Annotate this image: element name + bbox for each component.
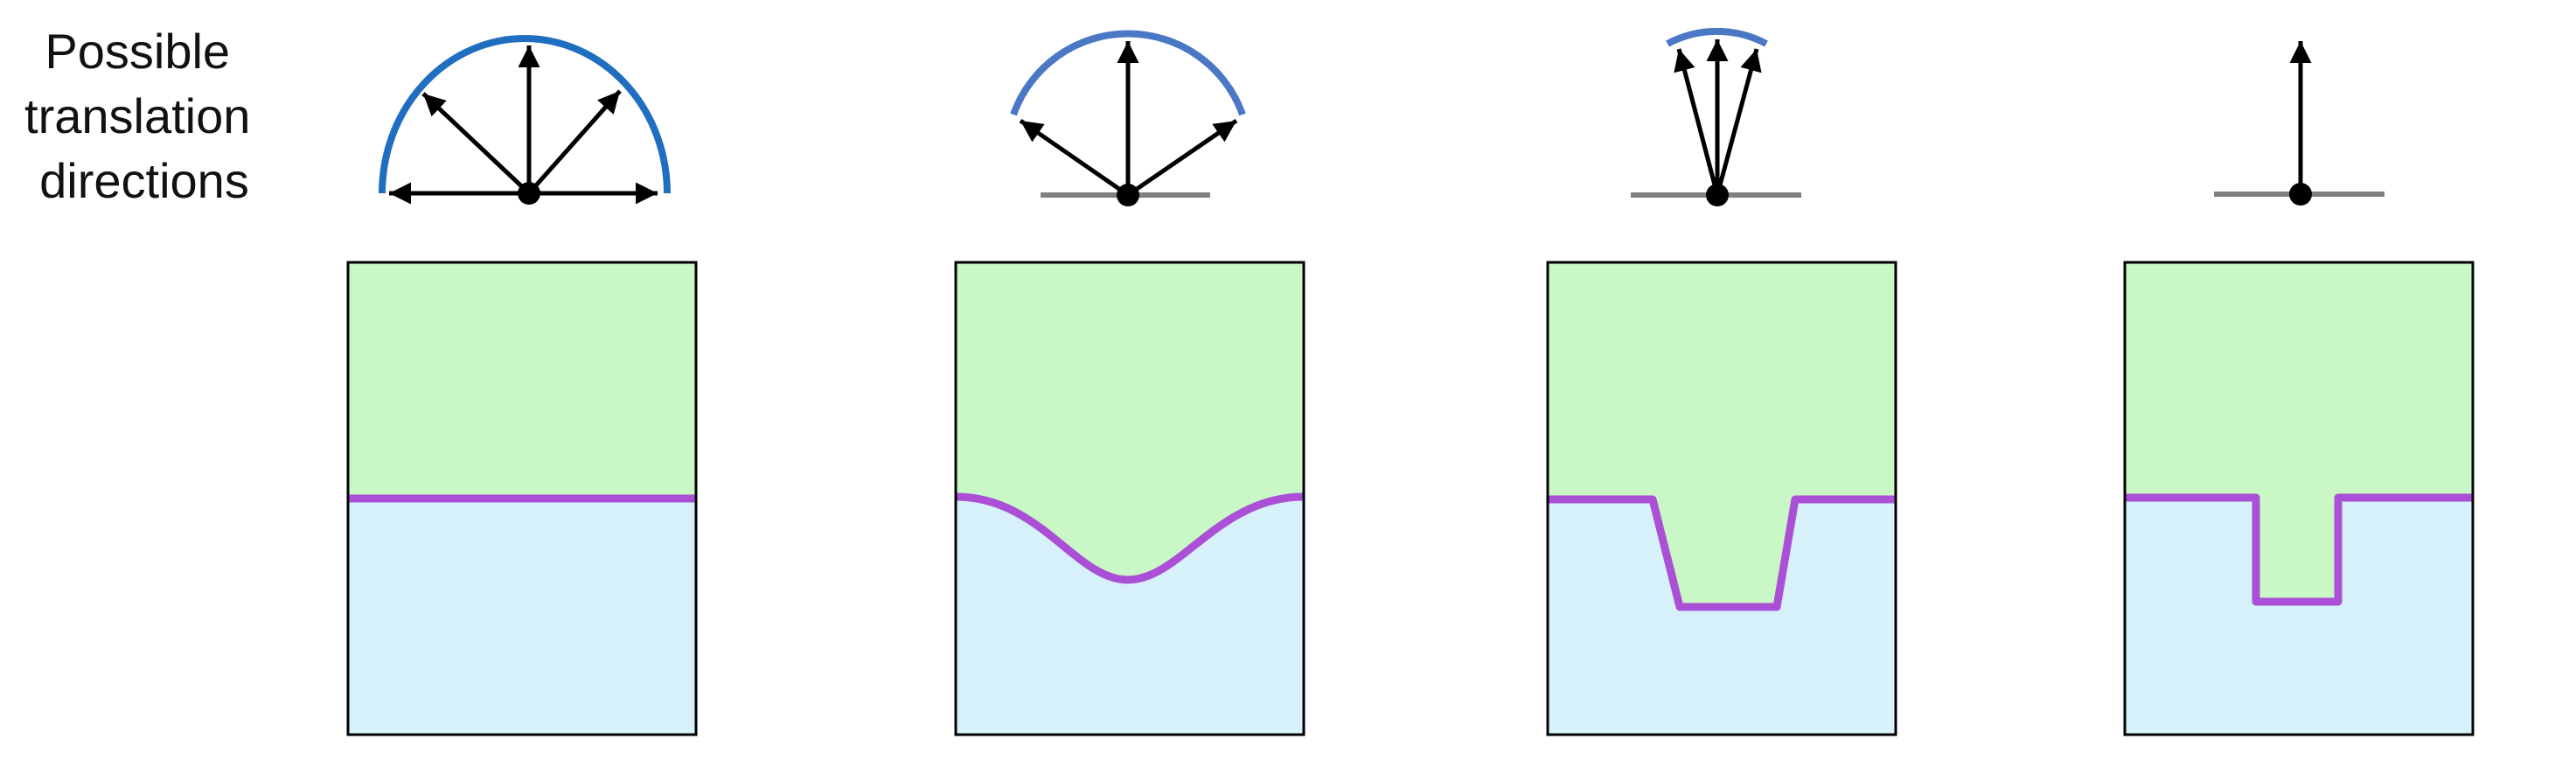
lower-region-2: [956, 497, 1304, 735]
side-label-line-3: directions: [39, 153, 249, 208]
interface-line-4: [2125, 493, 2473, 606]
frame-3: [1546, 261, 1897, 736]
arrow-upper-right-icon: [1715, 48, 1762, 196]
panel-4: [2123, 41, 2475, 736]
direction-arc-1: [379, 35, 671, 194]
arrow-upper-left-icon: [1674, 48, 1720, 196]
upper-region-1: [348, 262, 696, 499]
panel-2: [954, 30, 1305, 736]
origin-dot-icon: [1706, 184, 1729, 206]
panel-3: [1546, 27, 1897, 736]
direction-arc-3: [1666, 27, 1768, 47]
interface-line-3: [1548, 495, 1896, 611]
direction-arc-2: [1010, 30, 1246, 116]
frame-1: [346, 261, 698, 736]
origin-dot-icon: [2289, 183, 2312, 206]
arrow-upper-right-icon: [527, 89, 622, 195]
side-label-line-1: Possible: [45, 24, 230, 79]
lower-region-3: [1548, 499, 1896, 735]
lower-region-4: [2125, 498, 2473, 735]
frame-2: [954, 261, 1305, 736]
material-box-2: [954, 261, 1305, 736]
side-label-line-2: translation: [24, 88, 250, 143]
lower-region-1: [348, 499, 696, 735]
material-box-4: [2123, 261, 2475, 736]
interface-line-2: [955, 492, 1305, 584]
panel-1: [346, 35, 698, 736]
origin-dot-icon: [1117, 184, 1139, 206]
direction-fan-2: [1010, 30, 1246, 206]
arrow-upper-left-icon: [421, 92, 531, 195]
direction-fan-3: [1631, 27, 1801, 206]
material-box-1: [346, 261, 698, 736]
side-label: Possible translation directions: [24, 24, 264, 208]
frame-4: [2123, 261, 2475, 736]
material-box-3: [1546, 261, 1897, 736]
direction-fan-4: [2214, 41, 2385, 206]
arrow-upper-right-icon: [1126, 118, 1238, 198]
direction-fan-1: [379, 35, 671, 205]
origin-dot-icon: [518, 182, 540, 205]
arrow-upper-left-icon: [1019, 118, 1130, 198]
